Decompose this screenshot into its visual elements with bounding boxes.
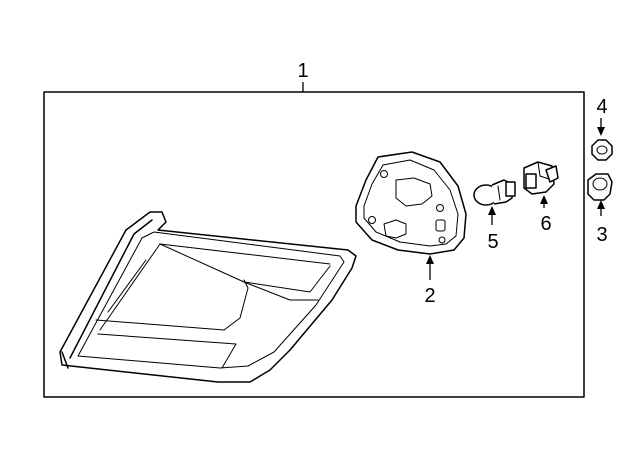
assembly-frame bbox=[43, 91, 585, 398]
callout-6[interactable]: 6 bbox=[540, 195, 552, 235]
tail-lamp-assembly[interactable] bbox=[59, 211, 357, 383]
callout-3[interactable]: 3 bbox=[596, 200, 608, 246]
callout-4-label: 4 bbox=[596, 96, 607, 118]
grommet[interactable] bbox=[587, 173, 613, 201]
callout-3-label: 3 bbox=[596, 224, 607, 246]
callout-2[interactable]: 2 bbox=[424, 255, 436, 307]
socket[interactable] bbox=[523, 161, 559, 195]
callout-1-label: 1 bbox=[297, 60, 308, 82]
callout-1[interactable]: 1 bbox=[297, 60, 309, 92]
nut[interactable] bbox=[591, 139, 613, 161]
callout-5[interactable]: 5 bbox=[487, 206, 499, 253]
callout-4[interactable]: 4 bbox=[596, 96, 608, 136]
callout-5-label: 5 bbox=[487, 231, 498, 253]
callout-2-label: 2 bbox=[424, 285, 435, 307]
callout-6-label: 6 bbox=[540, 213, 551, 235]
gasket[interactable] bbox=[355, 151, 467, 255]
bulb[interactable] bbox=[473, 179, 516, 206]
